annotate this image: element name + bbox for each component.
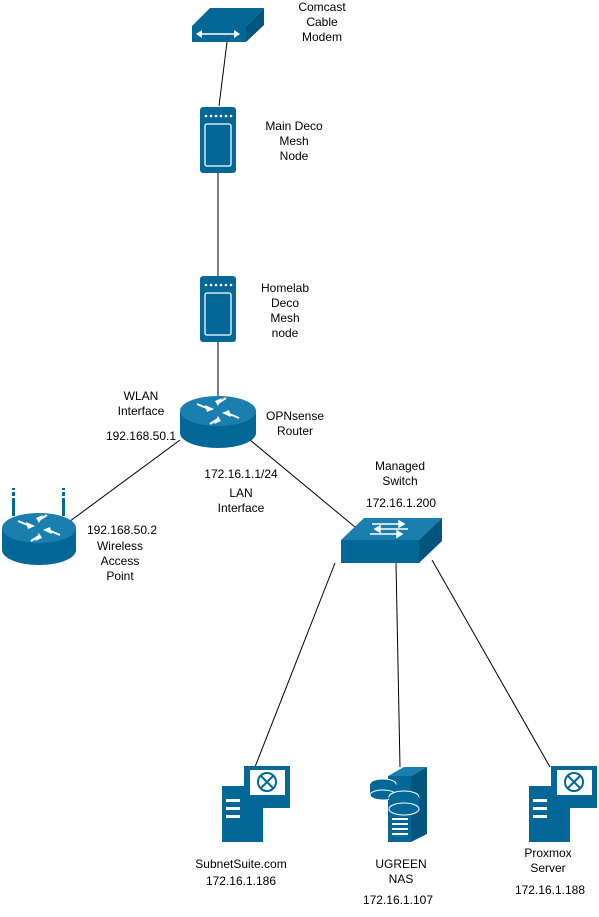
wireless-router-icon[interactable] xyxy=(2,488,76,565)
nas-ip-label: 172.16.1.107 xyxy=(362,893,434,907)
mesh-node-icon[interactable] xyxy=(200,107,236,173)
mesh-node-icon[interactable] xyxy=(200,276,236,342)
link-switch-nas xyxy=(395,562,401,768)
switch-label: Managed Switch xyxy=(374,459,426,488)
main-deco-label: Main Deco Mesh Node xyxy=(265,119,323,163)
wlan-interface-label: WLAN Interface xyxy=(117,389,165,418)
ap-label: Wireless Access Point xyxy=(96,539,143,583)
server-icon[interactable] xyxy=(529,766,597,842)
link-switch-proxmox xyxy=(431,559,551,768)
subnetsuite-ip-label: 172.16.1.186 xyxy=(205,874,277,888)
storage-server-icon[interactable] xyxy=(369,767,427,842)
lan-ip-label: 172.16.1.1/24 xyxy=(204,467,278,481)
switch-ip-label: 172.16.1.200 xyxy=(365,496,437,510)
proxmox-label: Proxmox Server xyxy=(524,846,572,875)
server-icon[interactable] xyxy=(222,766,290,842)
router-label: OPNsense Router xyxy=(265,409,325,438)
link-modem-main-deco xyxy=(218,41,228,107)
link-router-ap xyxy=(61,439,181,528)
lan-interface-label: LAN Interface xyxy=(217,486,265,515)
homelab-deco-label: Homelab Deco Mesh node xyxy=(260,281,310,340)
switch-icon[interactable] xyxy=(341,518,442,563)
wlan-ip-label: 192.168.50.1 xyxy=(105,429,177,443)
modem-icon[interactable] xyxy=(192,8,264,42)
proxmox-ip-label: 172.16.1.188 xyxy=(514,883,586,897)
link-router-switch xyxy=(249,439,356,528)
link-switch-subnetsuite xyxy=(254,562,336,768)
subnetsuite-label: SubnetSuite.com xyxy=(195,857,287,871)
ap-ip-label: 192.168.50.2 xyxy=(86,523,158,537)
router-icon[interactable] xyxy=(180,396,256,448)
modem-label: Comcast Cable Modem xyxy=(298,0,346,44)
nas-label: UGREEN NAS xyxy=(375,857,427,886)
